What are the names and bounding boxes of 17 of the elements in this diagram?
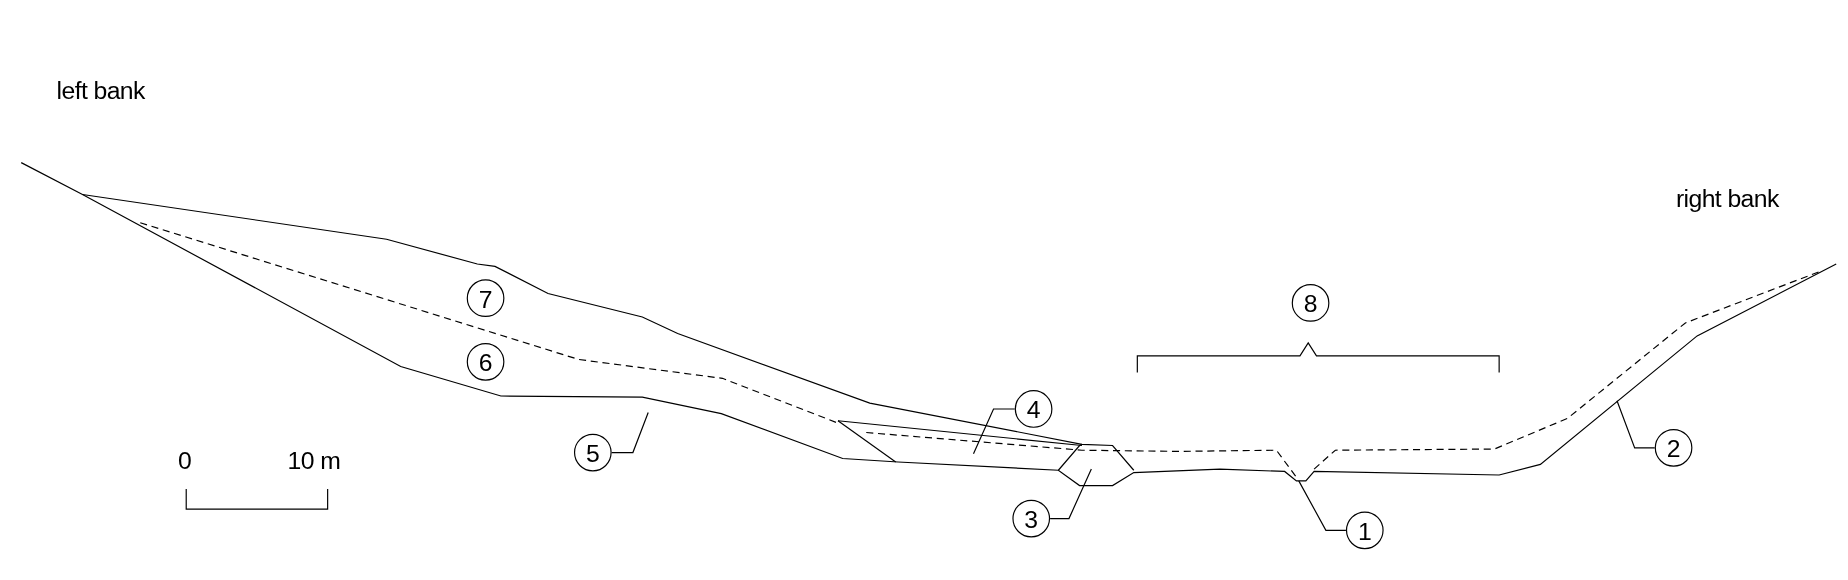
leader-line — [1298, 480, 1347, 531]
leader-line — [1616, 400, 1656, 449]
callout-number: 8 — [1291, 284, 1330, 322]
leader-line — [1049, 468, 1092, 520]
leader-line — [972, 408, 1016, 455]
bank-label: left bank — [56, 77, 145, 103]
callout-number: 5 — [573, 433, 612, 472]
callout-number: 4 — [1014, 390, 1053, 428]
callout-number: 2 — [1654, 429, 1693, 467]
scale-label: 0 — [177, 447, 192, 473]
callout-number: 6 — [466, 342, 505, 381]
callout-number: 3 — [1012, 499, 1051, 538]
callout-number: 1 — [1345, 511, 1384, 550]
callout-number: 7 — [466, 279, 505, 318]
scale-label: 10 m — [287, 447, 341, 473]
bank-label: right bank — [1675, 186, 1779, 211]
leader-line — [611, 411, 649, 454]
